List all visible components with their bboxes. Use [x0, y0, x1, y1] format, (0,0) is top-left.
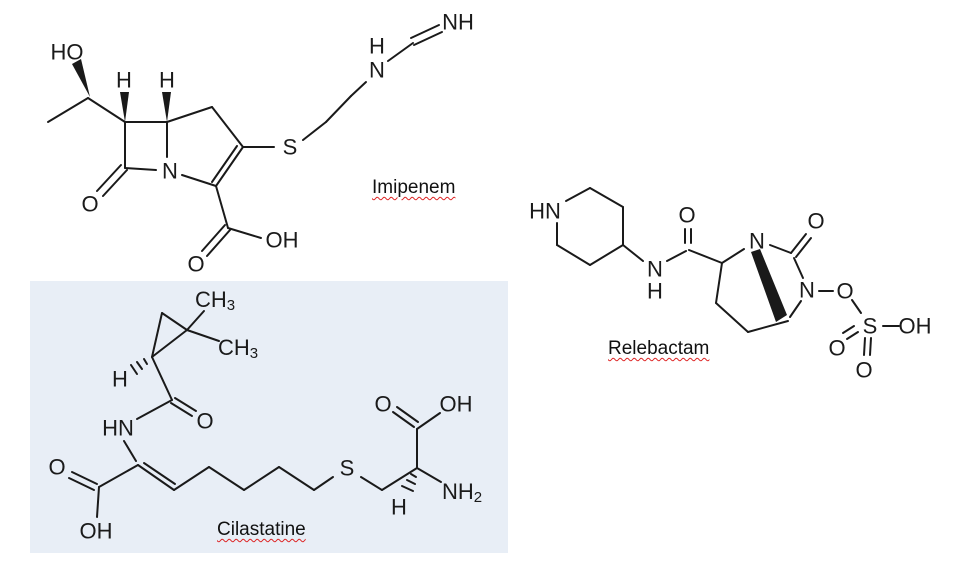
atom-label-ch3: CH3 — [195, 287, 235, 314]
atom-label-h: H — [112, 367, 128, 392]
atom-label-oh: OH — [899, 314, 932, 339]
atom-label-h: H — [391, 495, 407, 520]
atom-label-h: H — [647, 279, 663, 304]
atom-label-s: S — [340, 456, 355, 481]
atom-label-hn: HN — [529, 199, 561, 224]
atom-label-s: S — [283, 135, 298, 160]
cilastatine-panel — [30, 281, 508, 553]
atom-label-n: N — [749, 229, 765, 254]
atom-label-o: O — [374, 392, 391, 417]
atom-label-o: O — [48, 455, 65, 480]
atom-label-o: O — [678, 203, 695, 228]
atom-label-nh2: NH2 — [442, 479, 482, 506]
atom-label-oh: OH — [266, 228, 299, 253]
atom-label-hn: HN — [102, 416, 134, 441]
atom-label-n: N — [647, 257, 663, 282]
atom-label-h: H — [159, 68, 175, 93]
relebactam-bonds — [556, 187, 900, 356]
atom-label-o: O — [187, 252, 204, 277]
atom-label-oh: OH — [80, 519, 113, 544]
imipenem-bonds — [47, 24, 443, 257]
atom-label-o: O — [828, 336, 845, 361]
relebactam-label: Relebactam — [608, 338, 710, 359]
atom-label-oh: OH — [440, 392, 473, 417]
cilastatine-label: Cilastatine — [217, 519, 306, 540]
atom-label-o: O — [836, 279, 853, 304]
atom-label-h: H — [369, 34, 385, 59]
atom-label-o: O — [807, 209, 824, 234]
atom-label-nh: NH — [442, 10, 474, 35]
atom-label-o: O — [81, 192, 98, 217]
atom-label-n: N — [799, 278, 815, 303]
atom-label-o: O — [196, 409, 213, 434]
imipenem-label: Imipenem — [372, 177, 456, 198]
atom-label-o: O — [855, 358, 872, 383]
atom-label-ch3: CH3 — [218, 335, 258, 362]
atom-label-ho: HO — [51, 40, 84, 65]
atom-label-s: S — [863, 314, 878, 339]
atom-label-n: N — [162, 159, 178, 184]
atom-label-n: N — [369, 58, 385, 83]
cilastatine-bonds — [68, 310, 442, 518]
atom-label-h: H — [116, 68, 132, 93]
